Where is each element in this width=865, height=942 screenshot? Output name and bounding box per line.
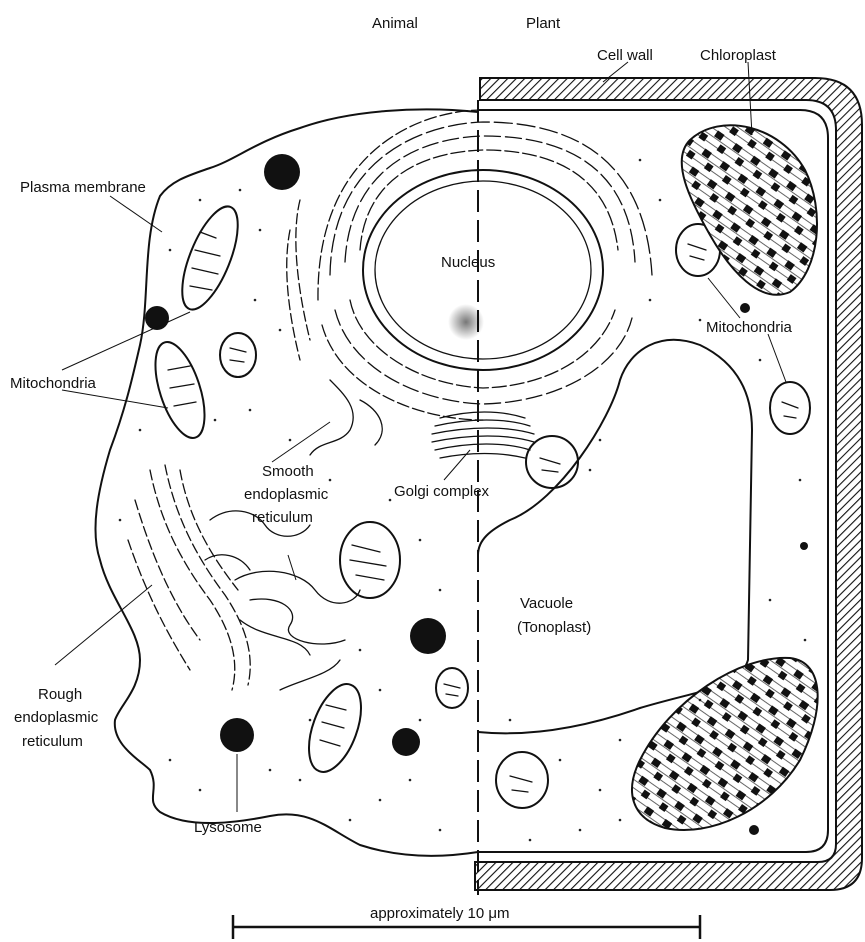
label-smooth-er-3: reticulum — [252, 509, 313, 526]
mitochondrion-plant-2 — [770, 382, 810, 434]
label-nucleus: Nucleus — [441, 254, 495, 271]
mitochondrion-animal-5 — [299, 677, 372, 779]
lysosome — [220, 718, 254, 752]
leader-lines — [55, 62, 786, 812]
vacuole-tonoplast — [478, 340, 752, 733]
mitochondrion-plant-4 — [496, 752, 548, 808]
chloroplast-1 — [682, 125, 817, 294]
label-lysosome: Lysosome — [194, 819, 262, 836]
label-rough-er-1: Rough — [38, 686, 82, 703]
mitochondrion-animal-2 — [146, 336, 215, 443]
granule — [800, 542, 808, 550]
mitochondrion-animal-4 — [340, 522, 400, 598]
label-vacuole-2: (Tonoplast) — [517, 619, 591, 636]
label-rough-er-2: endoplasmic — [14, 709, 99, 726]
granule — [749, 825, 759, 835]
granule — [740, 303, 750, 313]
smooth-er — [205, 380, 382, 690]
label-vacuole-1: Vacuole — [520, 595, 573, 612]
chloroplast-2 — [632, 658, 818, 830]
rough-er — [128, 465, 250, 690]
label-smooth-er-1: Smooth — [262, 463, 314, 480]
mitochondrion-animal-1 — [171, 200, 249, 317]
label-golgi-complex: Golgi complex — [394, 483, 490, 500]
label-mitochondria-left: Mitochondria — [10, 375, 97, 392]
mitochondrion-animal-6 — [436, 668, 468, 708]
label-cell-wall: Cell wall — [597, 47, 653, 64]
label-plasma-membrane: Plasma membrane — [20, 179, 146, 196]
lysosome — [264, 154, 300, 190]
heading-plant: Plant — [526, 15, 561, 32]
mitochondrion-plant-3 — [526, 436, 578, 488]
label-chloroplast: Chloroplast — [700, 47, 777, 64]
golgi-complex — [432, 412, 534, 458]
mitochondrion-animal-3 — [220, 333, 256, 377]
label-mitochondria-right: Mitochondria — [706, 319, 793, 336]
lysosome — [145, 306, 169, 330]
label-smooth-er-2: endoplasmic — [244, 486, 329, 503]
label-rough-er-3: reticulum — [22, 733, 83, 750]
heading-animal: Animal — [372, 15, 418, 32]
lysosome — [392, 728, 420, 756]
lysosome — [410, 618, 446, 654]
scale-bar-label: approximately 10 μm — [370, 905, 510, 922]
